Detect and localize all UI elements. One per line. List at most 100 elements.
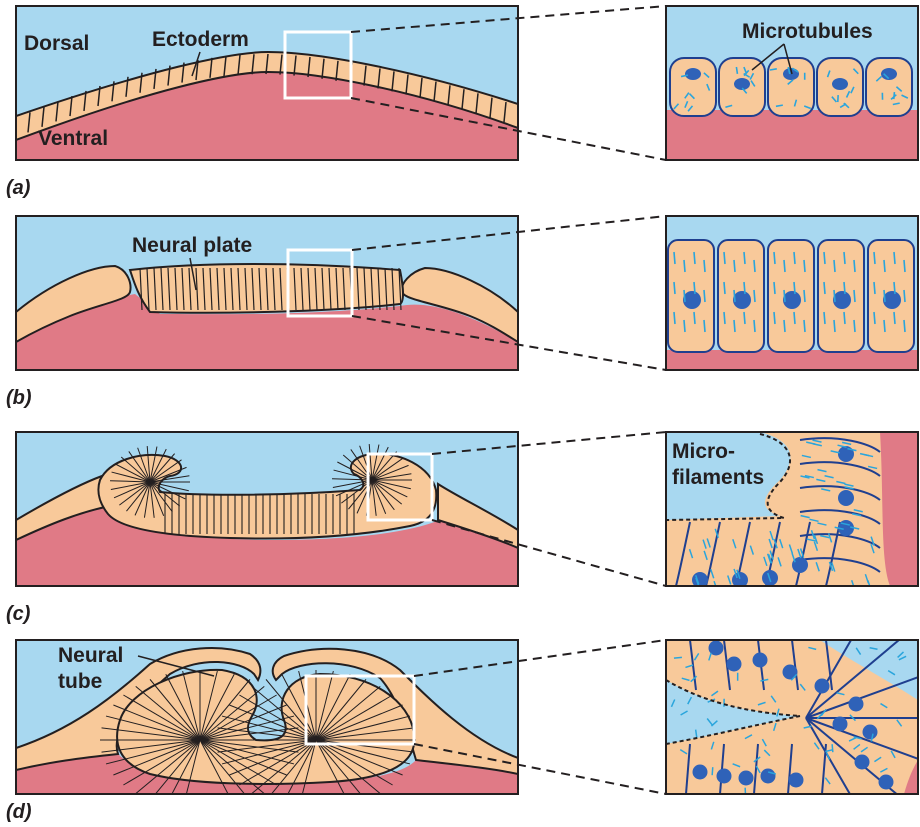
microtubule	[784, 320, 785, 332]
microtubule	[734, 320, 735, 332]
nucleus	[739, 771, 754, 786]
microtubule	[724, 282, 725, 294]
microtubule	[774, 282, 775, 294]
microtubule	[694, 282, 695, 294]
neural-tube-label-line1: Neural	[58, 644, 123, 667]
microtubule	[734, 290, 735, 302]
microtubules-label: Microtubules	[742, 20, 873, 43]
nucleus	[833, 717, 848, 732]
microtubule	[834, 260, 835, 272]
microtubule	[874, 312, 875, 324]
nucleus	[838, 446, 854, 462]
microtubule	[844, 252, 845, 264]
ventral-label: Ventral	[38, 127, 108, 150]
panel-a: Dorsal Ectoderm Ventral Microtubules (a)	[6, 6, 918, 199]
microtubule	[744, 282, 745, 294]
microtubule	[754, 290, 755, 302]
microtubule	[754, 260, 755, 272]
microtubule	[734, 260, 735, 272]
microtubule	[704, 320, 705, 332]
microtubule	[884, 260, 885, 272]
nucleus	[833, 291, 851, 309]
microtubule	[724, 252, 725, 264]
microtubule	[804, 260, 805, 272]
nucleus	[838, 490, 854, 506]
nucleus	[727, 657, 742, 672]
nucleus	[879, 775, 894, 790]
microtubule	[824, 312, 825, 324]
microtubule	[774, 312, 775, 324]
panel-d: Neural tube (d)	[6, 597, 920, 827]
cell	[866, 58, 912, 116]
microtubule	[794, 282, 795, 294]
panel-label-b: (b)	[6, 387, 32, 409]
microtubule	[874, 282, 875, 294]
nucleus	[849, 697, 864, 712]
panel-label-c: (c)	[6, 603, 31, 625]
microtubule	[904, 320, 905, 332]
nucleus	[783, 291, 801, 309]
microtubule	[694, 252, 695, 264]
nucleus	[753, 653, 768, 668]
microtubule	[694, 312, 695, 324]
nucleus	[883, 291, 901, 309]
microtubule	[904, 260, 905, 272]
microtubule	[904, 290, 905, 302]
nucleus	[863, 725, 878, 740]
microtubule	[704, 290, 705, 302]
nucleus	[855, 755, 870, 770]
microtubule	[754, 320, 755, 332]
nucleus	[789, 773, 804, 788]
microtubule	[784, 290, 785, 302]
microtubule	[684, 260, 685, 272]
microtubule	[884, 320, 885, 332]
microtubule	[776, 105, 783, 106]
cuboidal-cells	[670, 58, 912, 116]
microtubule	[844, 282, 845, 294]
microtubule	[674, 252, 675, 264]
neural-tube-label-line2: tube	[58, 670, 102, 693]
nucleus	[685, 68, 701, 80]
microtubule	[784, 260, 785, 272]
microtubule	[894, 252, 895, 264]
cell	[670, 58, 716, 116]
ectoderm-label: Ectoderm	[152, 28, 249, 51]
microtubule	[832, 744, 833, 752]
nucleus	[717, 769, 732, 784]
microtubule	[736, 67, 737, 74]
nucleus	[832, 78, 848, 90]
microtubule	[794, 312, 795, 324]
microtubule	[854, 320, 855, 332]
microfilaments-label-line2: filaments	[672, 466, 764, 489]
microtubule	[712, 767, 713, 775]
microtubule	[794, 252, 795, 264]
microtubule	[674, 282, 675, 294]
microtubule	[834, 290, 835, 302]
neural-plate-label: Neural plate	[132, 234, 252, 257]
nucleus	[761, 769, 776, 784]
nucleus	[683, 291, 701, 309]
panel-label-a: (a)	[6, 177, 31, 199]
columnar-cells	[668, 240, 914, 352]
detail-tissue	[666, 110, 918, 160]
microtubule	[774, 252, 775, 264]
microfilaments-label-line1: Micro-	[672, 440, 735, 463]
panel-c-embryo	[16, 432, 518, 586]
microtubule	[894, 92, 895, 99]
microtubule	[874, 252, 875, 264]
microtubule	[884, 290, 885, 302]
nucleus	[815, 679, 830, 694]
microtubule	[804, 320, 805, 332]
microtubule	[744, 312, 745, 324]
microtubule	[854, 290, 855, 302]
microtubule	[804, 290, 805, 302]
dorsal-label: Dorsal	[24, 32, 89, 55]
microtubule	[674, 312, 675, 324]
microtubule	[724, 312, 725, 324]
panel-b-detail	[666, 216, 918, 370]
microtubule	[844, 312, 845, 324]
microtubule	[684, 320, 685, 332]
panel-d-detail	[666, 597, 920, 827]
